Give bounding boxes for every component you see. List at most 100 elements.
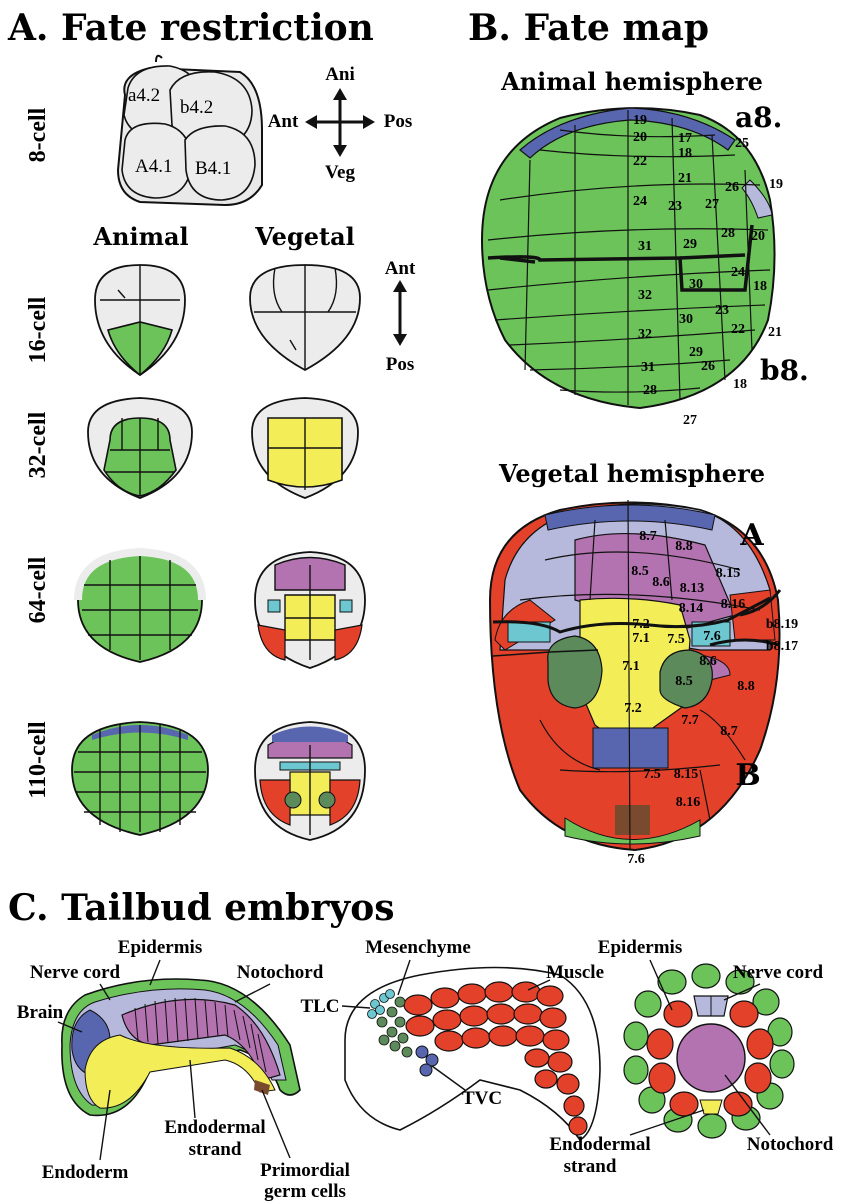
num: 20 bbox=[751, 229, 765, 244]
num: 29 bbox=[683, 237, 697, 252]
num: 23 bbox=[715, 303, 729, 318]
num: 30 bbox=[689, 277, 703, 292]
num: 7.6 bbox=[627, 852, 645, 867]
num: 27 bbox=[683, 413, 697, 428]
embryo-32cell-vegetal bbox=[252, 398, 358, 498]
num: 8.8 bbox=[737, 679, 755, 694]
label-tlc: TLC bbox=[300, 996, 339, 1017]
embryo-16cell-animal bbox=[95, 265, 185, 375]
axis2-ant: Ant bbox=[385, 258, 416, 279]
label-strand-2: strand bbox=[564, 1156, 617, 1177]
num: 21 bbox=[678, 171, 692, 186]
num: 18 bbox=[733, 377, 747, 392]
axis2-pos: Pos bbox=[386, 354, 415, 375]
num: 22 bbox=[633, 154, 647, 169]
num: 8.7 bbox=[639, 529, 657, 544]
label-brain: Brain bbox=[17, 1002, 64, 1023]
label-a: A bbox=[739, 518, 764, 553]
num: 7.2 bbox=[632, 617, 650, 632]
num: 8.16 bbox=[721, 597, 746, 612]
num: 8.15 bbox=[716, 566, 741, 581]
stage-label-32cell: 32-cell bbox=[25, 411, 51, 478]
axis-ant-pos bbox=[393, 280, 407, 346]
label-endoderm: Endoderm bbox=[42, 1162, 129, 1183]
num: 24 bbox=[731, 265, 745, 280]
embryo-64cell-vegetal bbox=[255, 552, 365, 668]
label-germ-cells: germ cells bbox=[264, 1181, 346, 1202]
num: 19 bbox=[633, 113, 647, 128]
vegetal-hemisphere-title: Vegetal hemisphere bbox=[498, 459, 765, 488]
label-notochord-2: Notochord bbox=[747, 1134, 834, 1155]
label-nerve-cord: Nerve cord bbox=[30, 962, 121, 983]
num: 19 bbox=[769, 177, 783, 192]
label-primordial: Primordial bbox=[260, 1160, 350, 1181]
panel-c-title: C. Tailbud embryos bbox=[8, 887, 395, 929]
axis-ani: Ani bbox=[325, 64, 355, 85]
num: 26 bbox=[701, 359, 715, 374]
num: 7.1 bbox=[622, 659, 640, 674]
panel-a-title: A. Fate restriction bbox=[7, 7, 374, 49]
axis-cross-ani-veg bbox=[305, 88, 375, 157]
embryo-110cell-vegetal bbox=[255, 722, 365, 840]
label-b: B bbox=[735, 758, 760, 793]
num: 8.6 bbox=[652, 575, 670, 590]
num: 8.13 bbox=[680, 581, 705, 596]
column-vegetal: Vegetal bbox=[254, 222, 355, 251]
label-epidermis-2: Epidermis bbox=[598, 937, 682, 958]
num: 25 bbox=[735, 136, 749, 151]
label-nerve-cord-2: Nerve cord bbox=[733, 962, 824, 983]
label-mesenchyme: Mesenchyme bbox=[365, 937, 471, 958]
stage-label-110cell: 110-cell bbox=[25, 721, 51, 799]
num: 7.6 bbox=[703, 629, 721, 644]
num: 28 bbox=[643, 383, 657, 398]
animal-hemisphere-title: Animal hemisphere bbox=[500, 67, 763, 96]
tailbud-cross-section bbox=[624, 964, 794, 1138]
column-animal: Animal bbox=[92, 222, 188, 251]
label-strand: strand bbox=[189, 1139, 242, 1160]
label-a8: a8. bbox=[735, 101, 782, 134]
label-tvc: TVC bbox=[462, 1088, 502, 1109]
num: 32 bbox=[638, 327, 652, 342]
num: 24 bbox=[633, 194, 647, 209]
axis-veg: Veg bbox=[325, 162, 355, 183]
cell-label-b41: B4.1 bbox=[195, 158, 231, 179]
embryo-110cell-animal bbox=[72, 722, 208, 835]
tailbud-mesoderm-embryo bbox=[345, 968, 600, 1141]
num: 26 bbox=[725, 180, 739, 195]
num: 21 bbox=[768, 325, 782, 340]
cell-label-a42: a4.2 bbox=[128, 85, 160, 106]
vegetal-hemisphere-map bbox=[490, 500, 780, 850]
cell-label-a41: A4.1 bbox=[135, 156, 172, 177]
label-epidermis: Epidermis bbox=[118, 937, 202, 958]
cell-label-b42: b4.2 bbox=[180, 97, 213, 118]
num: 8.6 bbox=[699, 654, 717, 669]
num: b8.17 bbox=[766, 639, 798, 654]
num: 18 bbox=[678, 146, 692, 161]
num: 8.16 bbox=[676, 795, 701, 810]
eight-cell-embryo bbox=[118, 56, 262, 205]
num: 7.1 bbox=[632, 631, 650, 646]
num: 7.2 bbox=[624, 701, 642, 716]
axis-pos: Pos bbox=[384, 111, 413, 132]
stage-label-8cell: 8-cell bbox=[25, 107, 51, 162]
num: 29 bbox=[689, 345, 703, 360]
label-notochord: Notochord bbox=[237, 962, 324, 983]
num: 8.15 bbox=[674, 767, 699, 782]
num: 22 bbox=[731, 322, 745, 337]
num: 7.7 bbox=[681, 713, 699, 728]
num: 18 bbox=[753, 279, 767, 294]
num: 8.5 bbox=[631, 564, 649, 579]
axis-ant: Ant bbox=[268, 111, 299, 132]
num: 27 bbox=[705, 197, 719, 212]
label-endodermal: Endodermal bbox=[164, 1117, 265, 1138]
num: 8.5 bbox=[675, 674, 693, 689]
num: 31 bbox=[641, 360, 655, 375]
animal-hemisphere-map bbox=[482, 108, 775, 408]
num: 7.5 bbox=[643, 767, 661, 782]
stage-label-16cell: 16-cell bbox=[25, 296, 51, 363]
num: 20 bbox=[633, 130, 647, 145]
num: 30 bbox=[679, 312, 693, 327]
embryo-64cell-animal bbox=[78, 552, 202, 662]
stage-label-64cell: 64-cell bbox=[25, 556, 51, 623]
